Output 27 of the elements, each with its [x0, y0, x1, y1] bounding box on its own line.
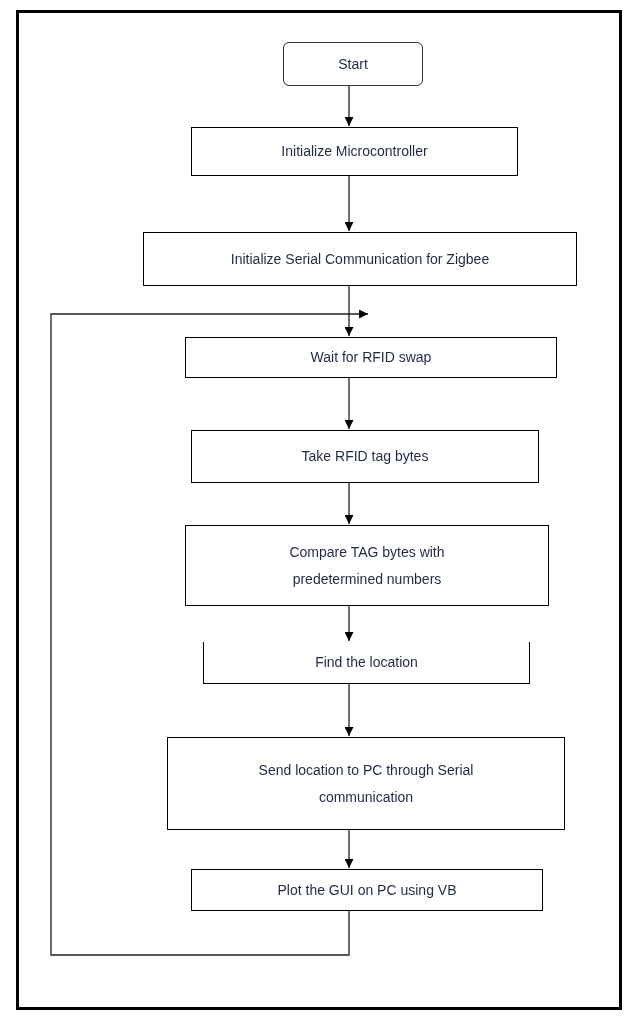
step-text: Initialize Microcontroller: [281, 142, 428, 162]
arrow: [344, 482, 354, 525]
arrow: [344, 285, 354, 337]
step-text: Find the location: [315, 653, 418, 673]
start-terminal: [283, 42, 423, 86]
arrow: [344, 829, 354, 869]
arrow: [344, 175, 354, 232]
step-text: Initialize Serial Communication for Zigbee: [230, 249, 490, 269]
arrow: [344, 377, 354, 430]
process-box: [143, 232, 577, 286]
arrow: [344, 85, 354, 127]
process-box: [191, 430, 539, 483]
process-box: [185, 337, 557, 378]
step-text: Wait for RFID swap: [310, 348, 432, 368]
step-text: Take RFID tag bytes: [301, 447, 429, 467]
arrow: [50, 309, 369, 956]
step-text: Start: [338, 54, 368, 74]
arrow: [344, 605, 354, 642]
step-text: Plot the GUI on PC using VB: [277, 880, 457, 900]
process-bracket: [203, 642, 530, 684]
process-box: [191, 127, 518, 176]
step-text: Send location to PC through Serial communication: [258, 760, 474, 807]
arrow: [344, 683, 354, 737]
process-box: [167, 737, 565, 830]
process-box: [191, 869, 543, 911]
process-box: [185, 525, 549, 606]
step-text: Compare TAG bytes with predetermined numbers: [288, 542, 446, 589]
